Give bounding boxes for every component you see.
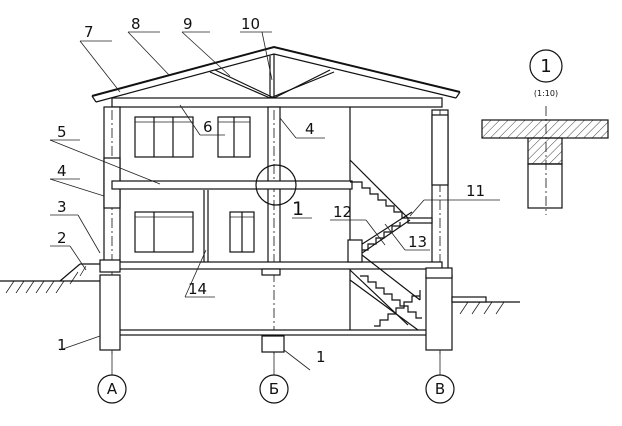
callout-1-foundation: 1 <box>57 336 67 354</box>
callout-13: 13 <box>408 233 427 251</box>
detail-marker-circle <box>255 164 297 206</box>
callouts: 1 2 3 4 4 5 6 7 8 9 10 11 12 13 14 1 1 <box>57 15 485 366</box>
leader-lines <box>49 31 500 371</box>
callout-6: 6 <box>203 118 213 136</box>
callout-3: 3 <box>57 198 67 216</box>
axis-b-label: Б <box>269 380 279 398</box>
foundations <box>99 259 453 353</box>
walls <box>103 106 449 355</box>
callout-11: 11 <box>466 182 485 200</box>
callout-4-left: 4 <box>57 162 67 180</box>
detail-scale: (1:10) <box>534 89 558 98</box>
axis-v-bubble <box>425 374 455 404</box>
callout-5: 5 <box>57 123 67 141</box>
callout-9: 9 <box>183 15 193 33</box>
callout-10: 10 <box>241 15 260 33</box>
callout-4-right: 4 <box>305 120 315 138</box>
axis-a-label: A <box>107 380 118 398</box>
stairs <box>347 159 433 331</box>
ground <box>0 263 520 315</box>
detail-view: 1 (1:10) <box>481 49 609 215</box>
windows <box>134 116 255 253</box>
detail-title-circle <box>529 49 563 83</box>
callout-12: 12 <box>333 203 352 221</box>
callout-2: 2 <box>57 229 67 247</box>
axis-markers: A Б В <box>97 352 455 404</box>
roof <box>91 45 461 108</box>
detail-title-number: 1 <box>540 56 551 77</box>
axis-a-bubble <box>97 374 127 404</box>
detail-reference-number: 1 <box>292 198 304 220</box>
callout-1-column-footing: 1 <box>316 348 326 366</box>
callout-8: 8 <box>131 15 141 33</box>
axis-v-label: В <box>435 380 445 398</box>
callout-14: 14 <box>188 280 207 298</box>
axis-b-bubble <box>259 374 289 404</box>
callout-7: 7 <box>84 23 94 41</box>
